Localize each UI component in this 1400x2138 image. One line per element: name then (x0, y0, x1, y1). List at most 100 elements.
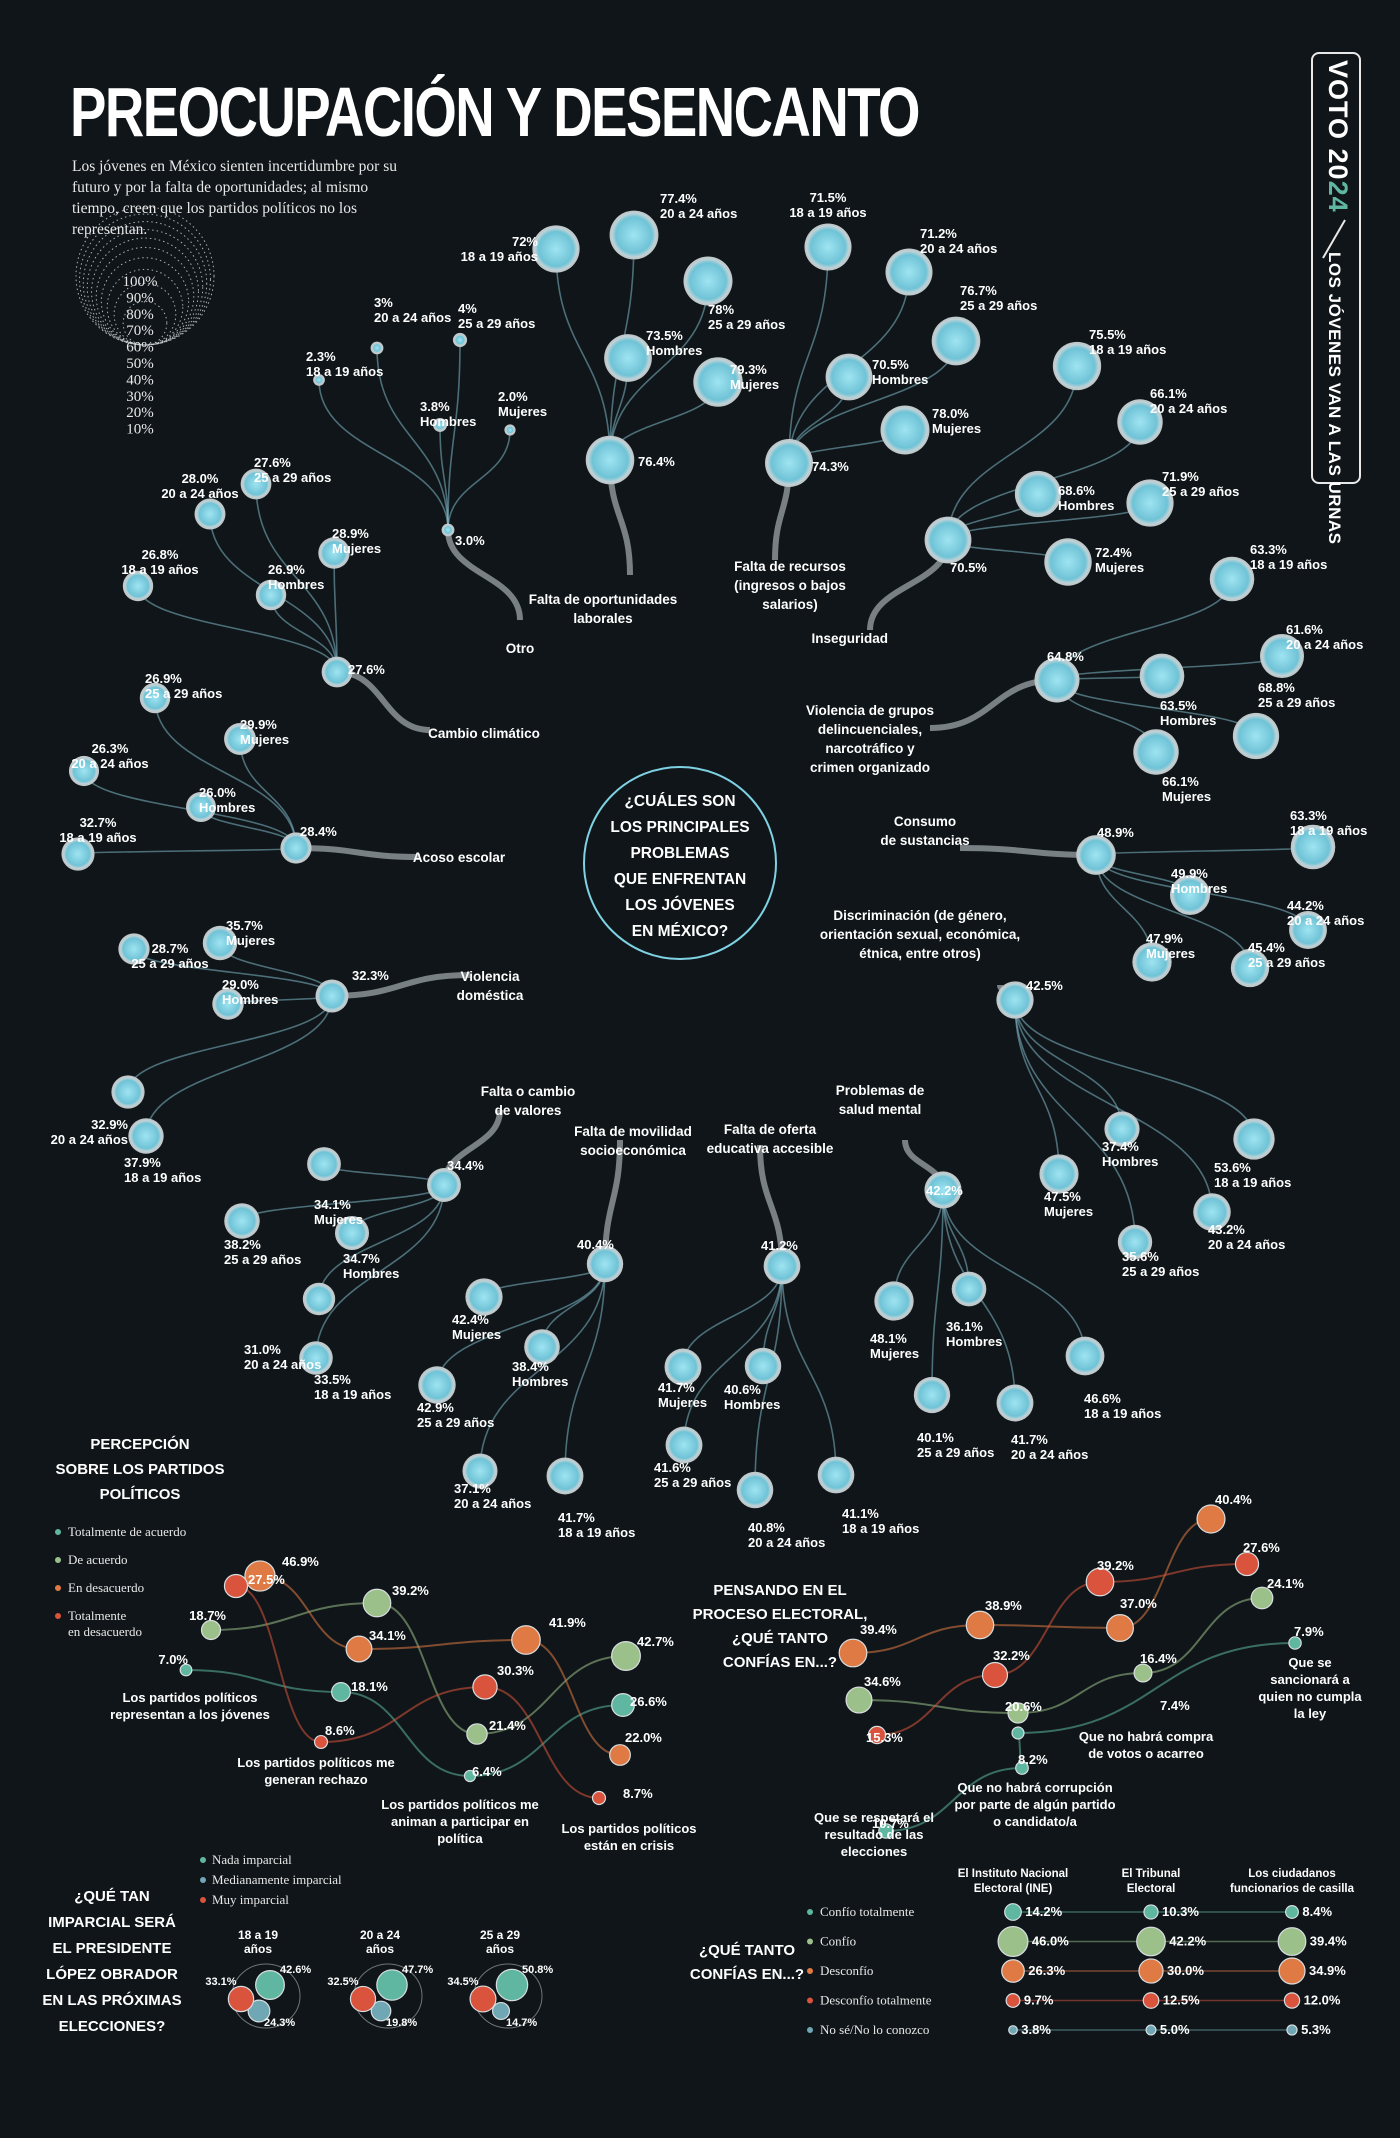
electoral-thread-1-2 (1142, 1597, 1263, 1674)
problem-10-sub-value-1: 32.9% (91, 1117, 128, 1132)
problem-10-sub-value-2: 28.7% (152, 941, 189, 956)
problem-12-sub-label-1: 20 a 24 años (161, 486, 238, 501)
problem-9-sub-bubble-0 (301, 1343, 331, 1373)
electoral-statement-3-line-0: Que se (1288, 1655, 1331, 1670)
problem-13-stem (445, 529, 523, 621)
problem-3-total-bubble (1036, 659, 1078, 701)
parties-value-0-0: 7.0% (158, 1652, 188, 1667)
problem-13-branch-1 (376, 347, 449, 531)
problem-7-sub-value-1: 40.8% (748, 1520, 785, 1535)
problem-8-sub-bubble-4 (467, 1280, 501, 1314)
trust-dot-3-2 (1283, 1992, 1301, 2009)
problem-3-sub-value-3: 63.5% (1160, 698, 1197, 713)
trust-column-0-line-1: Electoral (INE) (974, 1883, 1053, 1895)
problem-1-sub-value-2: 76.7% (960, 283, 997, 298)
problem-8-sub-label-0: 18 a 19 años (558, 1525, 635, 1540)
problem-2-sub-label-1: 20 a 24 años (1150, 401, 1227, 416)
problem-7-name-line-1: educativa accesible (707, 1141, 834, 1156)
electoral-value-1-0: 8.2% (1018, 1752, 1048, 1767)
imparcial-value-1-1: 19.8% (386, 2017, 417, 2029)
imparcial-legend-dot-0 (200, 1857, 206, 1863)
problem-10-branch-0 (145, 995, 333, 1137)
scale-label-10: 10% (126, 422, 154, 438)
problem-0-sub-bubble-4 (695, 359, 741, 405)
problem-10-sub-label-1: 20 a 24 años (51, 1132, 128, 1147)
problem-9-sub-bubble-2 (226, 1205, 258, 1237)
electoral-value-0-1: 34.6% (864, 1674, 901, 1689)
problem-13-sub-label-3: Hombres (420, 414, 476, 429)
problem-2-sub-bubble-4 (1046, 540, 1090, 584)
electoral-dot-2-3 (1085, 1567, 1115, 1597)
problem-9-sub-bubble-3 (336, 1217, 368, 1249)
parties-legend-dot-2 (55, 1585, 61, 1591)
parties-dot-0-2 (244, 1560, 276, 1592)
parties-dot-3-0 (611, 1693, 635, 1717)
problem-10-sub-label-4: Mujeres (226, 933, 275, 948)
problem-9-branch-0 (315, 1184, 445, 1359)
problem-2-sub-value-3: 68.6% (1058, 483, 1095, 498)
badge-subtitle: LOS JÓVENES VAN A LAS URNAS (1325, 252, 1344, 545)
imparcial-value-0-0: 42.6% (280, 1964, 311, 1976)
parties-thread-0-1 (340, 1691, 471, 1777)
problem-1-sub-label-1: 20 a 24 años (920, 241, 997, 256)
center-question-line-2: PROBLEMAS (630, 845, 729, 862)
parties-value-3-2: 22.0% (625, 1730, 662, 1745)
problem-1-sub-bubble-4 (882, 407, 928, 453)
parties-value-3-3: 8.7% (623, 1786, 653, 1801)
trust-column-0-line-0: El Instituto Nacional (958, 1868, 1069, 1880)
problem-0-sub-value-2: 78% (708, 302, 734, 317)
parties-dot-3-1 (611, 1641, 641, 1671)
center-question-line-4: LOS JÓVENES (625, 896, 734, 914)
trust-column-2-line-1: funcionarios de casilla (1230, 1883, 1355, 1895)
trust-legend-dot-3 (807, 1997, 813, 2004)
trust-dot-4-0 (1008, 2025, 1018, 2035)
trust-value-4-0: 3.8% (1021, 2022, 1051, 2037)
parties-value-0-3: 27.5% (248, 1572, 285, 1587)
problem-11-sub-value-3: 26.0% (199, 785, 236, 800)
electoral-thread-3-0 (876, 1674, 996, 1736)
problem-6-sub-label-1: 20 a 24 años (1011, 1447, 1088, 1462)
scale-circle-10 (122, 300, 168, 346)
scale-circle-80 (82, 221, 208, 346)
problem-12-sub-label-3: Hombres (268, 577, 324, 592)
imparcial-dot-1-2 (349, 1985, 377, 2013)
parties-dot-1-1 (362, 1588, 392, 1618)
parties-statement-1-line-0: Los partidos políticos me (237, 1755, 394, 1770)
problem-11-branch-2 (154, 697, 297, 849)
imparcial-legend-dot-2 (200, 1897, 206, 1903)
center-question-line-5: EN MÉXICO? (632, 923, 728, 940)
parties-legend-dot-3 (55, 1613, 61, 1619)
problem-8-sub-label-2: 25 a 29 años (417, 1415, 494, 1430)
problem-3-sub-bubble-1 (1261, 635, 1303, 677)
problem-5-sub-label-0: 18 a 19 años (1214, 1175, 1291, 1190)
parties-statement-1-line-1: generan rechazo (264, 1772, 367, 1787)
trust-value-4-2: 5.3% (1301, 2022, 1331, 2037)
trust-value-1-1: 42.2% (1169, 1934, 1206, 1949)
problem-13-sub-label-0: 18 a 19 años (306, 364, 383, 379)
problem-10-sub-label-2: 25 a 29 años (131, 956, 208, 971)
problem-7-sub-value-0: 41.1% (842, 1506, 879, 1521)
problem-10-sub-bubble-0 (130, 1120, 162, 1152)
problem-5-sub-value-1: 43.2% (1208, 1222, 1245, 1237)
problem-13-sub-value-4: 2.0% (498, 389, 528, 404)
problem-12-sub-bubble-2 (242, 470, 270, 498)
problem-4-sub-bubble-0 (1292, 826, 1334, 868)
problem-6-branch-2 (931, 1189, 944, 1396)
problem-0-sub-label-1: 20 a 24 años (660, 206, 737, 221)
electoral-statement-0-line-1: resultado de las (825, 1827, 924, 1842)
electoral-title-line-2: ¿QUÉ TANTO (732, 1630, 828, 1647)
problem-1-sub-bubble-1 (887, 250, 931, 294)
scale-label-40: 40% (126, 372, 154, 388)
imparcial-value-2-2: 34.5% (447, 1976, 478, 1988)
problem-12-total-label: 27.6% (348, 662, 385, 677)
problem-9-sub-value-4: 34.1% (314, 1197, 351, 1212)
electoral-dot-1-3 (981, 1661, 1009, 1689)
parties-statement-3-line-1: están en crisis (584, 1838, 674, 1853)
problem-2-sub-bubble-2 (1128, 481, 1172, 525)
problem-12-sub-value-0: 26.8% (142, 547, 179, 562)
parties-value-3-0: 26.6% (630, 1694, 667, 1709)
problem-8-total-bubble (588, 1247, 622, 1281)
electoral-dot-3-2 (1196, 1504, 1226, 1534)
parties-title-line-0: PERCEPCIÓN (90, 1435, 189, 1453)
